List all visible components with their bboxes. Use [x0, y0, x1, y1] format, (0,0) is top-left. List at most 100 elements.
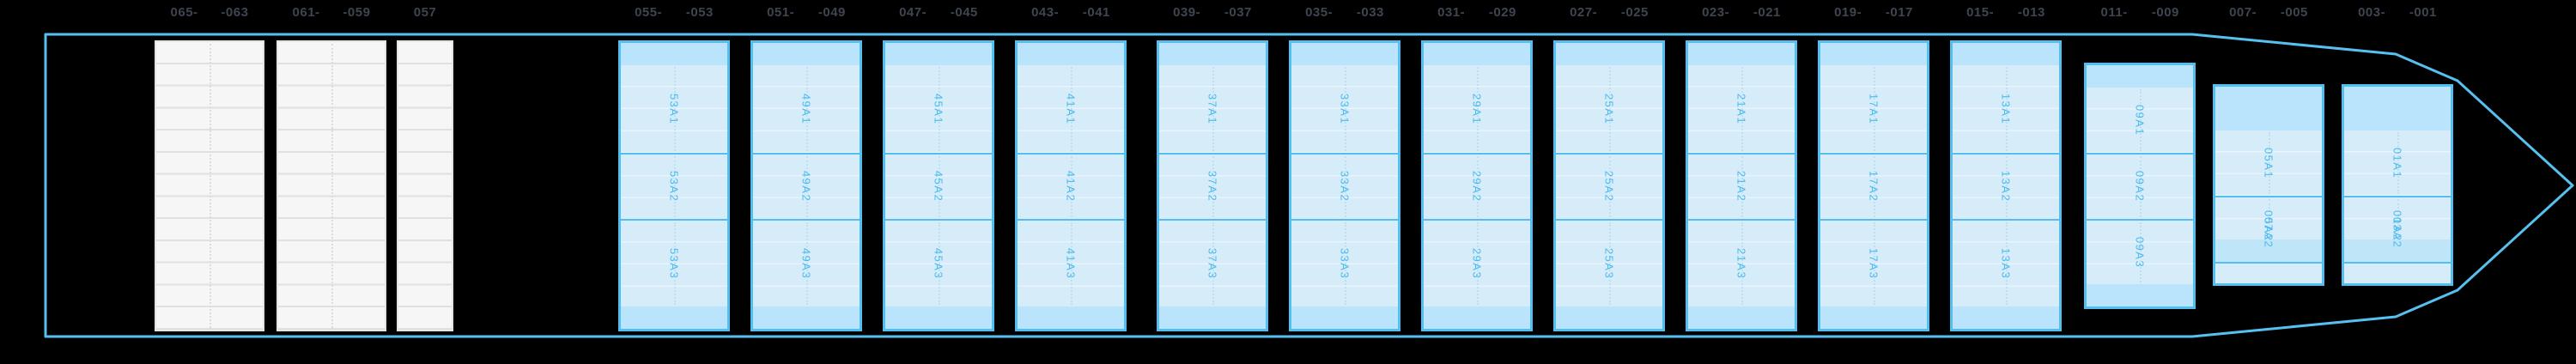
bay-057[interactable] — [397, 40, 453, 331]
bay-033-section-33A2[interactable]: 33A2 — [1291, 153, 1398, 219]
bay-001-section-01A1[interactable]: 01A1 — [2344, 130, 2451, 197]
slot-label-41A2: 41A2 — [1064, 171, 1078, 203]
bay-013-section-13A3[interactable]: 13A3 — [1953, 218, 2059, 307]
bay-033-section-33A1[interactable]: 33A1 — [1291, 64, 1398, 154]
bay-009-section-09A2[interactable]: 09A2 — [2087, 153, 2193, 219]
bay-017-section-17A1[interactable]: 17A1 — [1820, 64, 1927, 154]
bay-centerline — [1345, 221, 1346, 306]
bay-065-063[interactable] — [155, 40, 264, 331]
bay-045-section-45A3[interactable]: 45A3 — [885, 218, 992, 307]
bay-037-section-37A2[interactable]: 37A2 — [1159, 153, 1266, 219]
bay-009-section-09A1[interactable]: 09A1 — [2087, 87, 2193, 154]
bay-049-section-49A2[interactable]: 49A2 — [753, 153, 860, 219]
bay-005-strip — [2215, 87, 2322, 130]
bay-017-section-17A3[interactable]: 17A3 — [1820, 218, 1927, 307]
bay-centerline — [2269, 199, 2270, 260]
bay-009-strip — [2087, 284, 2193, 306]
bay-041-section-41A3[interactable]: 41A3 — [1018, 218, 1124, 307]
bay-037-section-37A1[interactable]: 37A1 — [1159, 64, 1266, 154]
slot-label-17A1: 17A1 — [1867, 93, 1880, 125]
bay-041-strip — [1018, 306, 1124, 329]
bay-053-section-53A3[interactable]: 53A3 — [621, 218, 727, 307]
bay-number-label-057: 057 — [413, 5, 437, 20]
slot-label-49A1: 49A1 — [799, 93, 813, 125]
slot-label-53A2: 53A2 — [667, 171, 681, 203]
bay-049-strip — [753, 43, 860, 65]
slot-label-05A1: 05A1 — [2262, 147, 2275, 179]
bay-053-section-53A1[interactable]: 53A1 — [621, 64, 727, 154]
bay-029-section-29A3[interactable]: 29A3 — [1424, 218, 1530, 307]
bay-025-section-25A3[interactable]: 25A3 — [1556, 218, 1662, 307]
bay-041-section-41A2[interactable]: 41A2 — [1018, 153, 1124, 219]
bay-041[interactable]: 41A1 41A2 41A3 — [1015, 40, 1127, 331]
bay-033-strip — [1291, 43, 1398, 65]
bay-049-section-49A3[interactable]: 49A3 — [753, 218, 860, 307]
bay-number-label-045: -045 — [950, 5, 978, 20]
bay-021-section-21A2[interactable]: 21A2 — [1688, 153, 1795, 219]
bay-centerline — [2006, 221, 2008, 306]
bay-013-section-13A1[interactable]: 13A1 — [1953, 64, 2059, 154]
bay-049-strip — [753, 306, 860, 329]
bay-021-section-21A1[interactable]: 21A1 — [1688, 64, 1795, 154]
bay-009[interactable]: 09A1 09A2 09A3 — [2084, 63, 2196, 309]
bay-049-section-49A1[interactable]: 49A1 — [753, 64, 860, 154]
slot-label-33A1: 33A1 — [1338, 93, 1352, 125]
bay-number-label-041: -041 — [1082, 5, 1110, 20]
bay-005-section-05A1[interactable]: 05A1 — [2215, 130, 2322, 197]
slot-label-09A2: 09A2 — [2133, 171, 2147, 203]
bay-001-strip — [2344, 87, 2451, 130]
bay-045-section-45A2[interactable]: 45A2 — [885, 153, 992, 219]
bay-centerline — [1609, 66, 1611, 152]
bay-number-label-005: -005 — [2280, 5, 2308, 20]
bay-045-section-45A1[interactable]: 45A1 — [885, 64, 992, 154]
bay-centerline — [2140, 221, 2142, 283]
bay-centerline — [2269, 131, 2270, 195]
slot-label-17A3: 17A3 — [1867, 247, 1880, 280]
bay-029-section-29A1[interactable]: 29A1 — [1424, 64, 1530, 154]
bay-053-section-53A2[interactable]: 53A2 — [621, 153, 727, 219]
bay-number-label-035: 035- — [1305, 5, 1334, 20]
bay-053[interactable]: 53A1 53A2 53A3 — [618, 40, 730, 331]
bay-037[interactable]: 37A1 37A2 37A3 — [1157, 40, 1268, 331]
bay-041-section-41A1[interactable]: 41A1 — [1018, 64, 1124, 154]
bay-021-section-21A3[interactable]: 21A3 — [1688, 218, 1795, 307]
bay-number-label-001: -001 — [2409, 5, 2437, 20]
bay-017-section-17A2[interactable]: 17A2 — [1820, 153, 1927, 219]
bay-033-section-33A3[interactable]: 33A3 — [1291, 218, 1398, 307]
bay-number-label-063: -063 — [221, 5, 249, 20]
bay-029-section-29A2[interactable]: 29A2 — [1424, 153, 1530, 219]
bay-017[interactable]: 17A1 17A2 17A3 — [1818, 40, 1929, 331]
bay-025-section-25A2[interactable]: 25A2 — [1556, 153, 1662, 219]
bay-033-strip — [1291, 306, 1398, 329]
bay-centerline — [1609, 156, 1611, 217]
bay-029-strip — [1424, 43, 1530, 65]
bay-centerline — [210, 44, 211, 328]
slot-label-09A1: 09A1 — [2133, 104, 2147, 136]
slot-label-45A1: 45A1 — [932, 93, 945, 125]
slot-label-07A2: 07A2 — [2262, 217, 2275, 249]
bay-025-section-25A1[interactable]: 25A1 — [1556, 64, 1662, 154]
bay-045-strip — [885, 43, 992, 65]
bay-centerline — [1874, 66, 1875, 152]
bay-033[interactable]: 33A1 33A2 33A3 — [1289, 40, 1400, 331]
bay-centerline — [939, 221, 940, 306]
bay-013-section-13A2[interactable]: 13A2 — [1953, 153, 2059, 219]
bay-061-059[interactable] — [276, 40, 386, 331]
slot-label-33A2: 33A2 — [1338, 171, 1352, 203]
slot-label-37A2: 37A2 — [1206, 171, 1219, 203]
bay-013-strip — [1953, 306, 2059, 329]
bay-number-label-019: 019- — [1834, 5, 1862, 20]
bay-037-section-37A3[interactable]: 37A3 — [1159, 218, 1266, 307]
bay-009-section-09A3[interactable]: 09A3 — [2087, 218, 2193, 285]
